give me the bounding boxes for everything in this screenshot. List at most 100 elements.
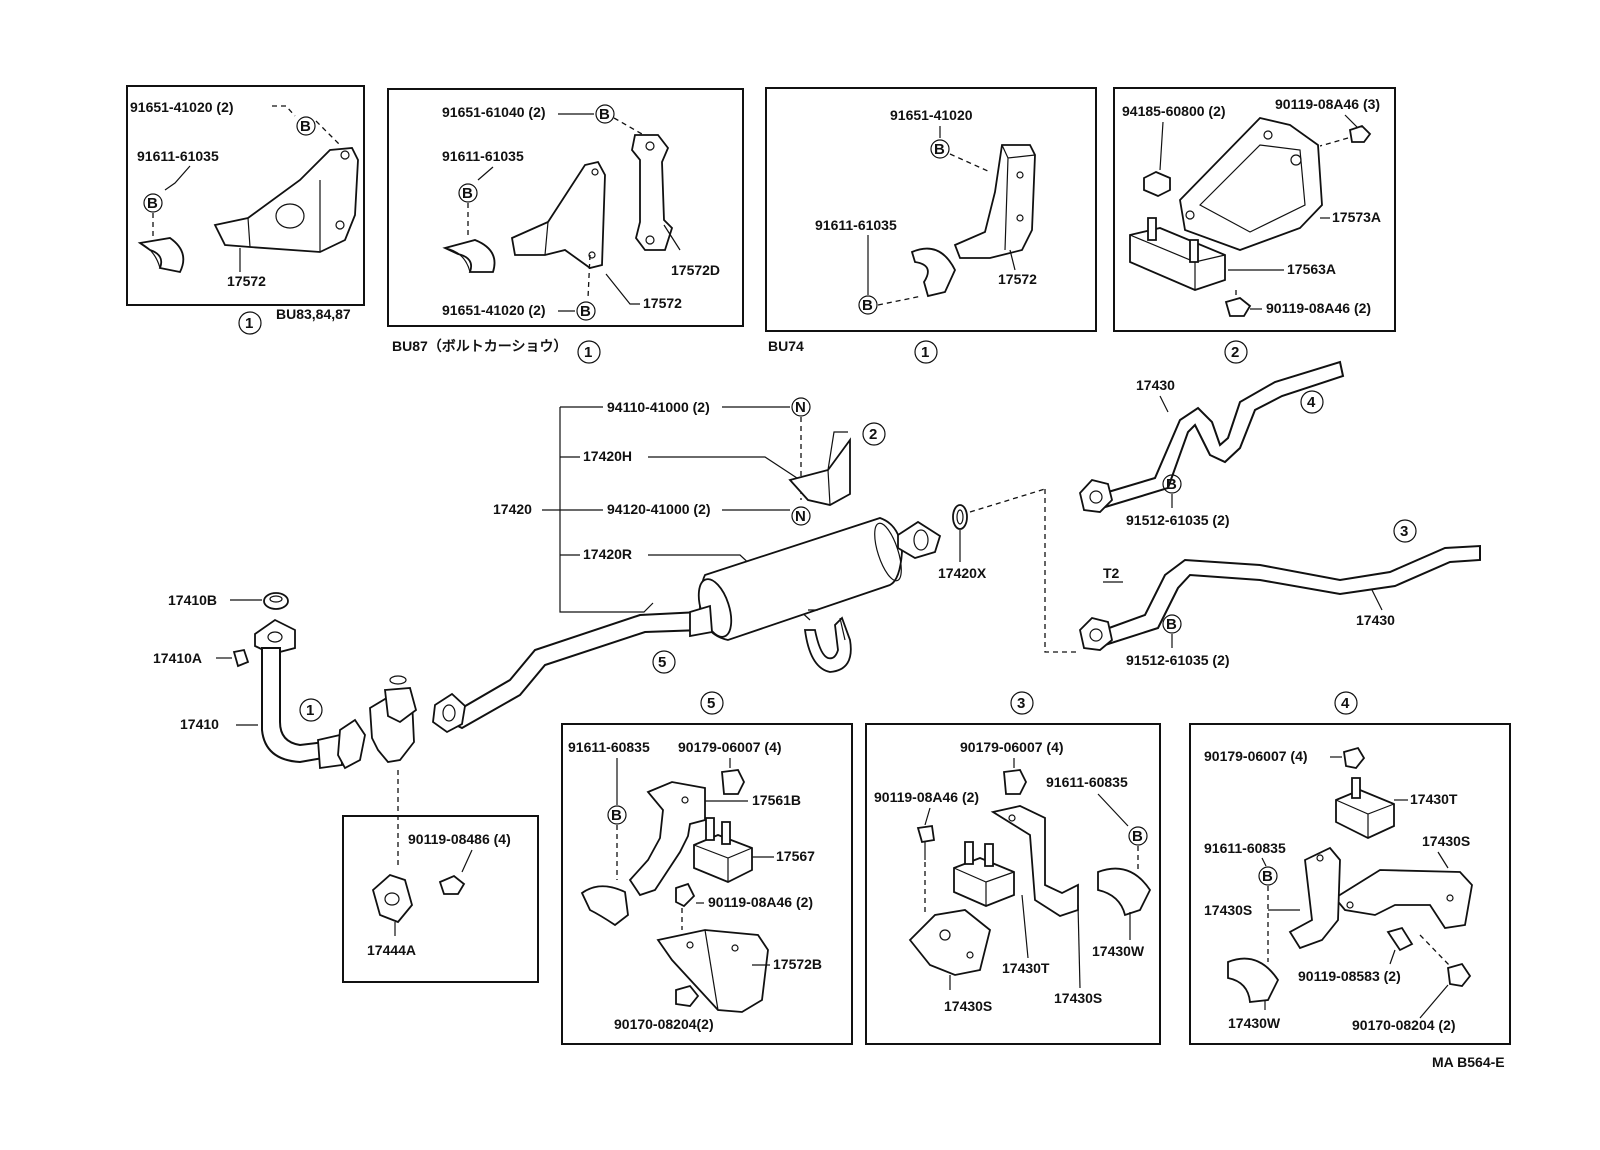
inset-bu87: 91651-61040 (2) B 91611-61035 B 17572D 9… <box>387 88 744 364</box>
part-label-90119-08486-4: 90119-08486 (4) <box>408 831 511 847</box>
pipe-clamp <box>580 885 629 927</box>
bolt-b-marker <box>858 295 878 315</box>
part-label-91611-61035: 91611-61035 <box>442 148 524 164</box>
part-label-91512-61035-2: 91512-61035 (2) <box>1126 512 1230 528</box>
bolt-b-marker <box>458 183 478 203</box>
part-label-17430: 17430 <box>1136 377 1175 393</box>
inset-mount-3: 3 90179-06007 (4) 90119-08A46 (2) 91611-… <box>865 691 1161 1045</box>
part-label-91651-61040-2: 91651-61040 (2) <box>442 104 546 120</box>
part-label-91651-41020-2: 91651-41020 (2) <box>442 302 546 318</box>
part-label-17430t: 17430T <box>1410 791 1458 807</box>
part-label-17410a: 17410A <box>153 650 202 666</box>
bracket-17561b <box>628 781 706 897</box>
bolt-b-marker <box>607 805 627 825</box>
svg-text:3: 3 <box>1400 523 1408 540</box>
svg-text:B: B <box>599 106 610 123</box>
model-label-bu87: BU87（ボルトカーショウ） <box>392 338 568 354</box>
svg-text:B: B <box>862 297 873 314</box>
tail-pipe-17430-3 <box>1096 544 1481 648</box>
part-label-17420x: 17420X <box>938 565 987 581</box>
inset-bu83-84-87: 91651-41020 (2) B 91611-61035 B 17572 1 … <box>126 85 365 335</box>
callout-2 <box>1224 340 1248 364</box>
part-label-91611-61035: 91611-61035 <box>815 217 897 233</box>
gasket-17420x <box>952 504 968 530</box>
callout-1 <box>914 340 938 364</box>
pipe-clamp <box>1097 867 1152 917</box>
part-label-91611-61035: 91611-61035 <box>137 148 219 164</box>
callout-4 <box>1300 390 1324 414</box>
pipe-clamp <box>137 237 185 274</box>
nut-n-marker <box>791 506 811 526</box>
part-label-91512-61035-2: 91512-61035 (2) <box>1126 652 1230 668</box>
callout-1 <box>238 311 262 335</box>
bolt-b-marker <box>1128 826 1148 846</box>
part-label-17430s: 17430S <box>1204 902 1252 918</box>
part-label-17430t: 17430T <box>1002 960 1050 976</box>
svg-text:B: B <box>1166 616 1177 633</box>
mount-insulator-17430t <box>953 857 1015 907</box>
part-label-17430s: 17430S <box>1422 833 1470 849</box>
flange-17410 <box>254 618 296 655</box>
svg-text:1: 1 <box>921 344 929 361</box>
part-label-90119-08a46-3: 90119-08A46 (3) <box>1275 96 1380 112</box>
part-label-91651-41020-2: 91651-41020 (2) <box>130 99 234 115</box>
part-label-90179-06007-4: 90179-06007 (4) <box>1204 748 1308 764</box>
part-label-17410b: 17410B <box>168 592 217 608</box>
svg-text:2: 2 <box>869 426 877 443</box>
plate-17444a <box>371 873 413 924</box>
part-label-17567: 17567 <box>776 848 815 864</box>
bracket-17430s-left <box>1288 846 1341 950</box>
part-label-91611-60835: 91611-60835 <box>1204 840 1286 856</box>
part-label-17572: 17572 <box>998 271 1037 287</box>
part-label-90119-08583-2: 90119-08583 (2) <box>1298 968 1401 984</box>
callout-1 <box>577 340 601 364</box>
svg-text:B: B <box>300 118 311 135</box>
part-label-17572b: 17572B <box>773 956 822 972</box>
part-label-90170-08204-2: 90170-08204 (2) <box>1352 1017 1456 1033</box>
svg-text:B: B <box>611 807 622 824</box>
inset-mount-5: 5 91611-60835 90179-06007 (4) B 17561B 1… <box>561 691 853 1045</box>
part-label-17410: 17410 <box>180 716 219 732</box>
part-label-17430s: 17430S <box>1054 990 1102 1006</box>
part-label-17572: 17572 <box>227 273 266 289</box>
part-label-17563a: 17563A <box>1287 261 1336 277</box>
svg-text:4: 4 <box>1307 394 1316 411</box>
part-label-17420: 17420 <box>493 501 532 517</box>
part-label-90170-08204-2: 90170-08204(2) <box>614 1016 714 1032</box>
inset-mount-2: 94185-60800 (2) 90119-08A46 (3) 17573A 1… <box>1113 87 1396 364</box>
exhaust-bracket-17572 <box>510 160 606 269</box>
svg-text:1: 1 <box>306 702 314 719</box>
part-label-17430w: 17430W <box>1228 1015 1281 1031</box>
part-label-17430s: 17430S <box>944 998 992 1014</box>
svg-text:4: 4 <box>1341 695 1350 712</box>
pipe-clamp <box>910 247 956 298</box>
inset-bu74: 91651-41020 B 91611-61035 B 17572 BU74 1 <box>765 87 1097 364</box>
bolt-b-marker <box>296 116 316 136</box>
svg-text:5: 5 <box>707 695 715 712</box>
bolt-b-marker <box>576 301 596 321</box>
part-label-17430: 17430 <box>1356 612 1395 628</box>
bracket-strap-17572d <box>631 134 674 251</box>
svg-text:B: B <box>934 141 945 158</box>
callout-3 <box>1010 691 1034 715</box>
svg-text:1: 1 <box>584 344 592 361</box>
part-label-17572d: 17572D <box>671 262 720 278</box>
nut-n-marker <box>791 397 811 417</box>
part-label-90179-06007-4: 90179-06007 (4) <box>678 739 782 755</box>
diagram-code: MA B564-E <box>1432 1054 1505 1070</box>
gasket-17410b <box>263 592 289 610</box>
part-label-90119-08a46-2: 90119-08A46 (2) <box>1266 300 1371 316</box>
bracket-17430s <box>990 805 1079 917</box>
callout-3 <box>1393 519 1417 543</box>
svg-text:1: 1 <box>245 315 253 332</box>
part-label-91611-60835: 91611-60835 <box>1046 774 1128 790</box>
svg-text:B: B <box>580 303 591 320</box>
model-label-bu74: BU74 <box>768 338 804 354</box>
bracket-17430s-right <box>1333 869 1473 929</box>
part-label-17420h: 17420H <box>583 448 632 464</box>
part-label-17430w: 17430W <box>1092 943 1145 959</box>
mount-insulator-17567 <box>693 834 753 883</box>
svg-text:B: B <box>1132 828 1143 845</box>
bolt-b-marker <box>1258 866 1278 886</box>
